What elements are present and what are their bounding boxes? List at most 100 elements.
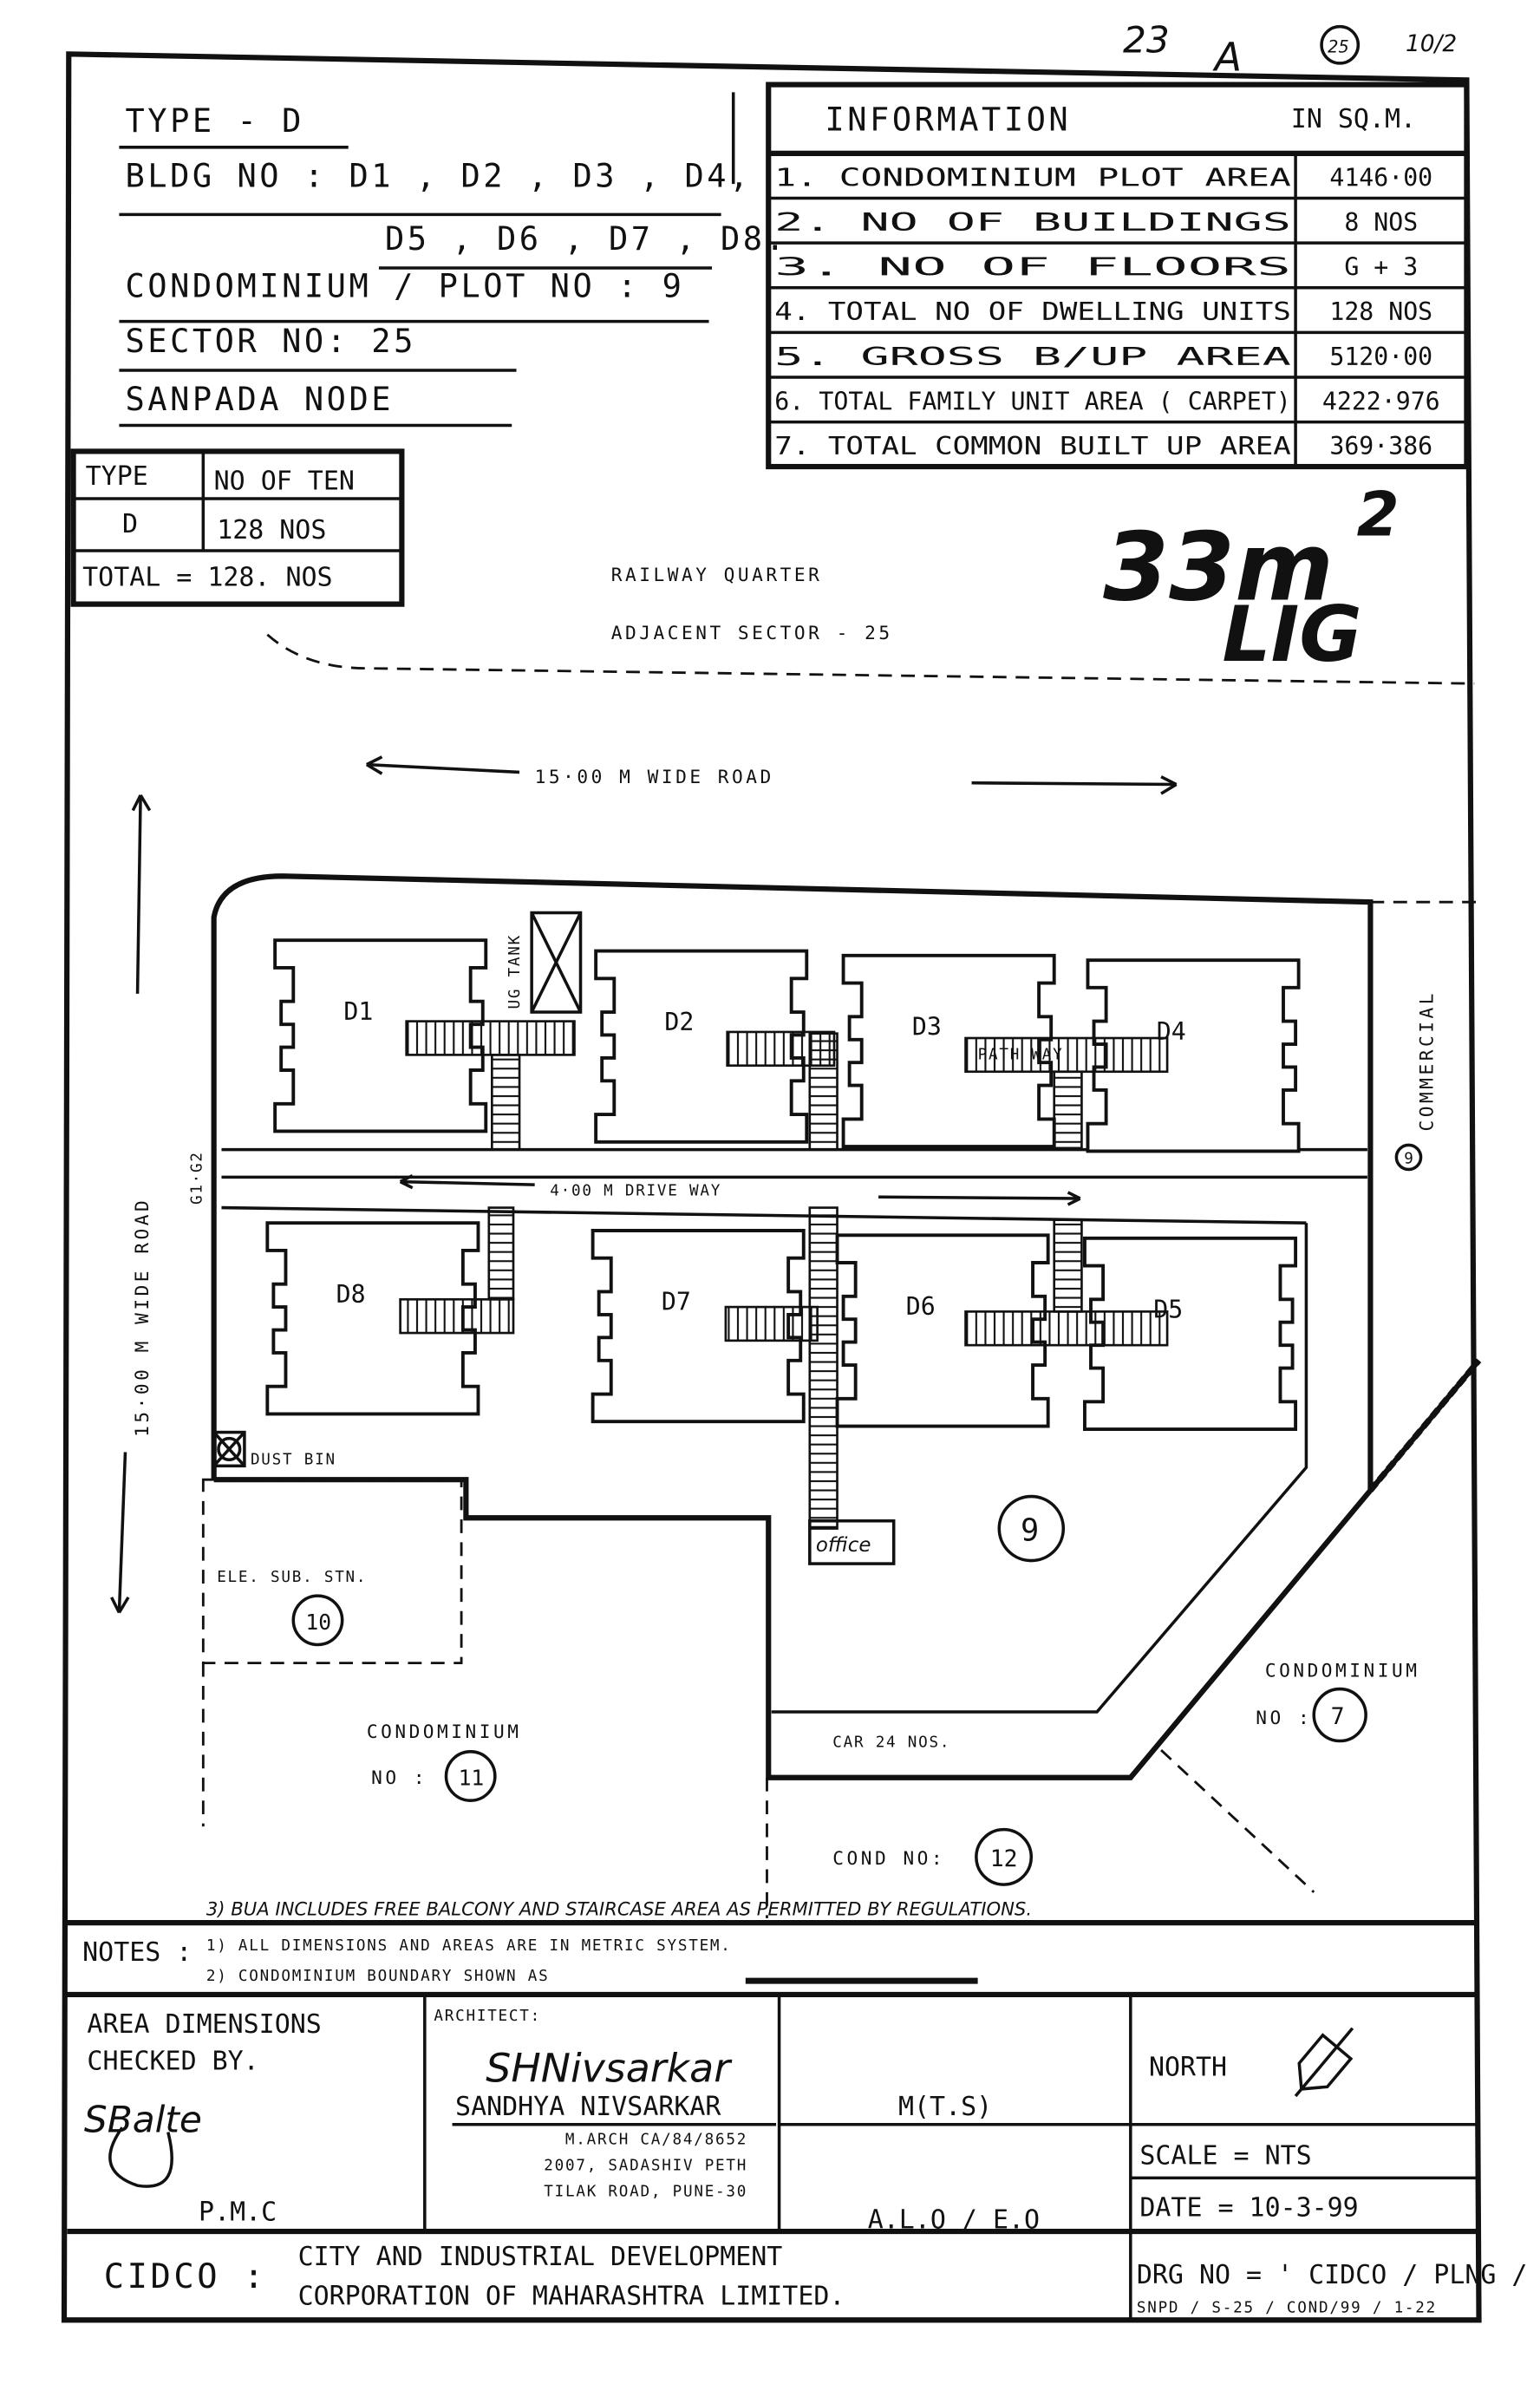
handwritten-note: 23: [1123, 19, 1170, 62]
electric-substation: ELE. SUB. STN. 10: [201, 1478, 463, 1665]
handwritten-note: 25: [1328, 37, 1349, 57]
building-label: D2: [664, 1008, 694, 1036]
condominium-7: CONDOMINIUM NO : 7: [1256, 1659, 1420, 1743]
handwritten-note: A: [1212, 34, 1242, 81]
svg-text:DRG NO = ' CIDCO / PLNG /: DRG NO = ' CIDCO / PLNG /: [1137, 2260, 1528, 2290]
north-arrow-icon: [1294, 2027, 1354, 2098]
checker-signature: SBalte: [84, 2099, 202, 2141]
note-2: 2) CONDOMINIUM BOUNDARY SHOWN AS: [206, 1968, 550, 1985]
note-1: 1) ALL DIMENSIONS AND AREAS ARE IN METRI…: [206, 1937, 732, 1955]
railway-quarter-label: RAILWAY QUARTER: [611, 564, 823, 585]
office: office: [808, 1519, 896, 1565]
plot-no: 9: [1021, 1513, 1039, 1549]
svg-text:P.M.C: P.M.C: [199, 2198, 277, 2228]
svg-text:UG TANK: UG TANK: [506, 934, 524, 1009]
info-row-label: 2. NO OF BUILDINGS: [774, 208, 1291, 237]
building-d1: D1: [273, 938, 488, 1133]
svg-text:15·00 M WIDE ROAD: 15·00 M WIDE ROAD: [535, 766, 774, 787]
plot-boundary-dashed: [1160, 1749, 1315, 1893]
note-3: 3) BUA INCLUDES FREE BALCONY AND STAIRCA…: [206, 1897, 1032, 1919]
driveway-label: 4·00 M DRIVE WAY: [550, 1182, 721, 1199]
svg-text:CONDOMINIUM: CONDOMINIUM: [1265, 1659, 1420, 1681]
info-row-label: 3. NO OF FLOORS: [774, 253, 1291, 282]
info-row-label: 6. TOTAL FAMILY UNIT AREA ( CARPET): [774, 388, 1291, 416]
svg-text:DATE = 10-3-99: DATE = 10-3-99: [1139, 2192, 1358, 2223]
svg-text:SANPADA NODE: SANPADA NODE: [125, 381, 394, 418]
annotation-circle: [1320, 24, 1361, 65]
svg-text:CIDCO :: CIDCO :: [104, 2257, 267, 2296]
staircases: [399, 1020, 1169, 1530]
svg-text:12: 12: [990, 1845, 1018, 1872]
svg-text:ELE. SUB. STN.: ELE. SUB. STN.: [217, 1569, 367, 1586]
svg-text:TYPE: TYPE: [86, 461, 148, 492]
svg-text:M.ARCH CA/84/8652: M.ARCH CA/84/8652: [565, 2132, 747, 2149]
building-d3: D3: [841, 953, 1056, 1149]
condominium-boundary: [211, 873, 1481, 1780]
ug-tank: UG TANK: [506, 911, 583, 1014]
svg-text:33m: 33m: [1103, 512, 1334, 622]
adjacent-sector-label: ADJACENT SECTOR - 25: [611, 622, 893, 643]
signature-stroke: [108, 2126, 173, 2188]
building-d2: D2: [594, 949, 809, 1144]
building-label: D1: [343, 997, 373, 1026]
project-header: TYPE - D BLDG NO : D1 , D2 , D3 , D4, D5…: [119, 92, 787, 428]
commercial-no-circle: [1394, 1143, 1423, 1172]
info-row-label: 1. CONDOMINIUM PLOT AREA: [774, 163, 1291, 192]
handwritten-note: 10/2: [1406, 30, 1457, 57]
railway-boundary: [266, 633, 1475, 685]
notes-label: NOTES :: [82, 1937, 192, 1968]
building-label: D6: [906, 1292, 936, 1321]
building-d6: D6: [835, 1233, 1050, 1428]
svg-text:TYPE - D: TYPE - D: [125, 102, 303, 140]
svg-text:CITY AND INDUSTRIAL DEVELOP: CITY AND INDUSTRIAL DEVELOPMENT: [298, 2242, 783, 2272]
driveway-arrows: [399, 1173, 1081, 1206]
svg-text:SANDHYA NIVSARKAR: SANDHYA NIVSARKAR: [455, 2092, 721, 2122]
building-d8: D8: [265, 1221, 480, 1416]
svg-text:SECTOR NO: 25: SECTOR NO: 25: [125, 323, 415, 360]
inner-court-boundary: [771, 1223, 1308, 1714]
info-row-label: 4. TOTAL NO OF DWELLING UNITS: [774, 297, 1291, 326]
info-row-value: 5120·00: [1329, 343, 1432, 371]
svg-text:AREA DIMENSIONS: AREA DIMENSIONS: [87, 2009, 321, 2040]
info-row-label: 5. GROSS B/UP AREA: [774, 343, 1291, 371]
info-row-value: G + 3: [1344, 253, 1418, 282]
dust-bin: DUST BIN: [212, 1430, 336, 1469]
svg-text:15·00 M WIDE ROAD: 15·00 M WIDE ROAD: [131, 1198, 153, 1437]
svg-text:CONDOMINIUM / PLOT NO : 9: CONDOMINIUM / PLOT NO : 9: [125, 267, 684, 304]
svg-text:NO :: NO :: [371, 1767, 427, 1788]
svg-text:TOTAL = 128. NOS: TOTAL = 128. NOS: [82, 562, 332, 592]
information-table: INFORMATION IN SQ.M. 1. CONDOMINIUM PLOT…: [766, 82, 1470, 470]
car-parking-label: CAR 24 NOS.: [832, 1734, 950, 1752]
svg-text:COND NO:: COND NO:: [832, 1847, 945, 1869]
building-label: D8: [336, 1280, 366, 1309]
commercial-no: 9: [1404, 1150, 1414, 1167]
building-d7: D7: [591, 1229, 806, 1424]
svg-text:office: office: [816, 1534, 871, 1557]
svg-text:D5 , D6 , D7 , D8.: D5 , D6 , D7 , D8.: [385, 220, 787, 258]
svg-text:7: 7: [1331, 1703, 1345, 1730]
architect-signature: SHNivsarkar: [486, 2044, 733, 2091]
condominium-11: CONDOMINIUM NO : 11: [367, 1721, 522, 1802]
driveway-edge: [221, 1205, 1307, 1225]
commercial-label: COMMERCIAL: [1416, 990, 1438, 1131]
svg-text:BLDG NO : D1 , D2 , D3 , D4,: BLDG NO : D1 , D2 , D3 , D4,: [125, 158, 751, 195]
info-row-value: 8 NOS: [1344, 208, 1418, 237]
svg-text:SCALE = NTS: SCALE = NTS: [1139, 2141, 1311, 2172]
svg-text:TILAK ROAD, PUNE-30: TILAK ROAD, PUNE-30: [544, 2184, 747, 2201]
svg-text:CONDOMINIUM: CONDOMINIUM: [367, 1721, 522, 1742]
svg-text:NO OF TEN: NO OF TEN: [214, 466, 355, 496]
svg-text:2007, SADASHIV PETH: 2007, SADASHIV PETH: [544, 2158, 747, 2175]
svg-text:DUST BIN: DUST BIN: [251, 1452, 336, 1469]
building-label: D3: [912, 1012, 942, 1041]
path-way-label: PATH WAY: [978, 1047, 1064, 1064]
plot-no-circle: [997, 1494, 1066, 1563]
svg-text:10: 10: [305, 1610, 331, 1635]
handwritten-size-note: 33m 2 LIG: [1103, 479, 1400, 678]
condominium-12: COND NO: 12: [832, 1827, 1034, 1886]
svg-text:D: D: [122, 509, 138, 539]
svg-text:128 NOS: 128 NOS: [217, 515, 326, 545]
svg-text:LIG: LIG: [1223, 590, 1362, 679]
title-block: AREA DIMENSIONS CHECKED BY. SBalte P.M.C…: [67, 1991, 1528, 2321]
svg-text:SNPD / S-25 / COND/99 / 1-22: SNPD / S-25 / COND/99 / 1-22: [1137, 2299, 1437, 2316]
